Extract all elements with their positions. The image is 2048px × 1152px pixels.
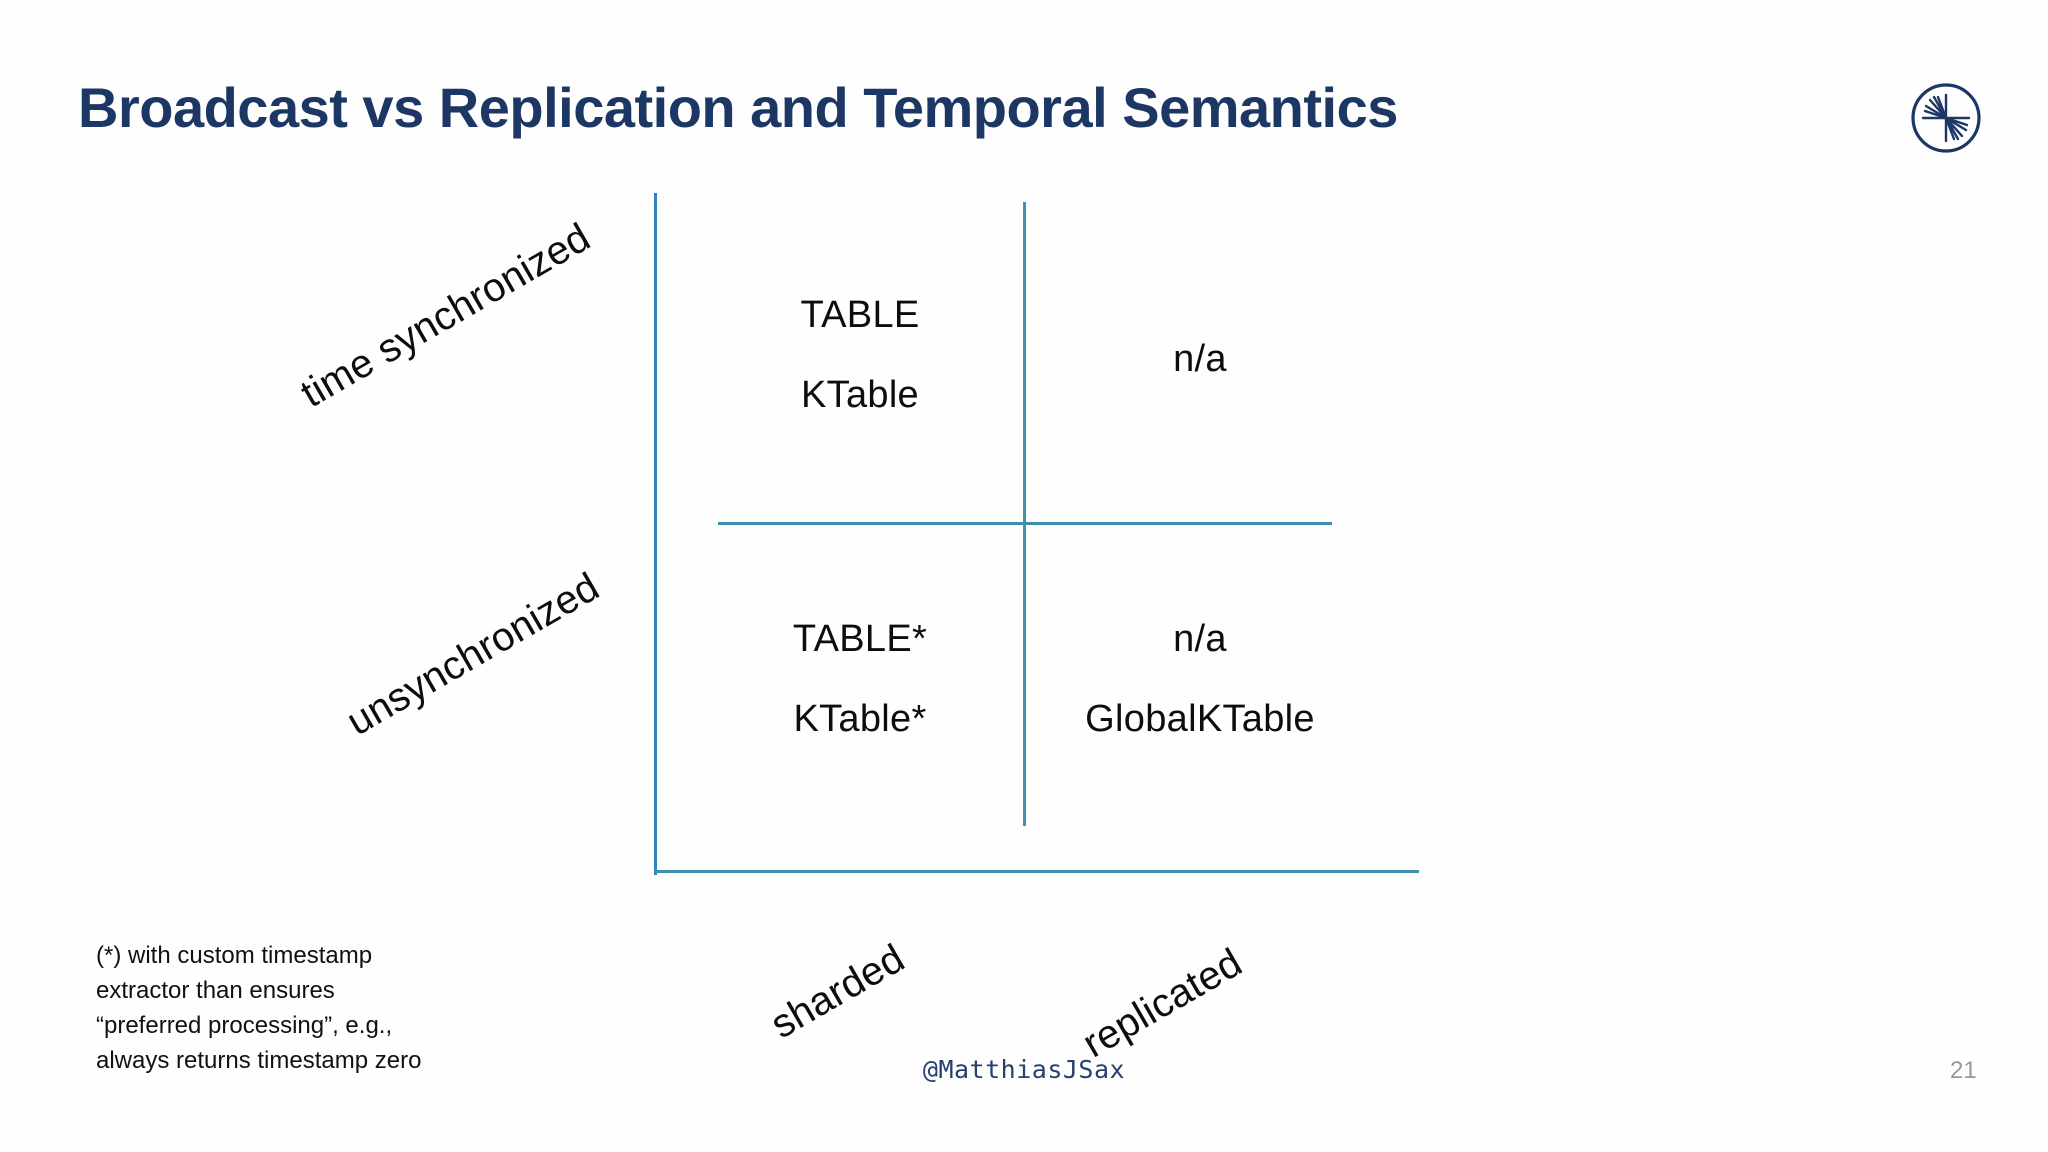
matrix-column-divider	[1023, 202, 1026, 826]
cell-synchronized-sharded: TABLE KTable	[700, 294, 1020, 417]
footnote-line: “preferred processing”, e.g.,	[96, 1012, 393, 1039]
page-number: 21	[1950, 1057, 1977, 1084]
cell-unsynchronized-sharded: TABLE* KTable*	[700, 618, 1020, 741]
cell-value: n/a	[1173, 338, 1227, 380]
matrix-row-divider	[718, 522, 1332, 525]
cell-value: KTable*	[793, 698, 927, 740]
author-handle: @MatthiasJSax	[922, 1055, 1126, 1084]
column-label-sharded: sharded	[763, 936, 912, 1048]
matrix-x-axis-line	[654, 870, 1419, 873]
column-label-replicated: replicated	[1075, 940, 1250, 1067]
row-label-time-synchronized: time synchronized	[293, 215, 598, 417]
cell-value: KTable	[801, 374, 919, 416]
cell-synchronized-replicated: n/a	[1030, 338, 1370, 381]
page-title: Broadcast vs Replication and Temporal Se…	[78, 76, 1398, 139]
footnote-line: extractor than ensures	[96, 977, 335, 1004]
footnote-line: always returns timestamp zero	[96, 1047, 422, 1074]
footnote-line: (*) with custom timestamp	[96, 942, 373, 969]
matrix-y-axis-line	[654, 193, 657, 875]
footnote: (*) with custom timestamp extractor than…	[96, 938, 566, 1078]
cell-unsynchronized-replicated: n/a GlobalKTable	[1030, 618, 1370, 741]
confluent-starburst-logo-icon	[1908, 80, 1984, 156]
cell-value: n/a	[1173, 618, 1227, 660]
cell-value: GlobalKTable	[1085, 698, 1315, 740]
cell-value: TABLE*	[792, 618, 928, 660]
cell-value: TABLE	[800, 294, 920, 336]
row-label-unsynchronized: unsynchronized	[339, 564, 607, 745]
